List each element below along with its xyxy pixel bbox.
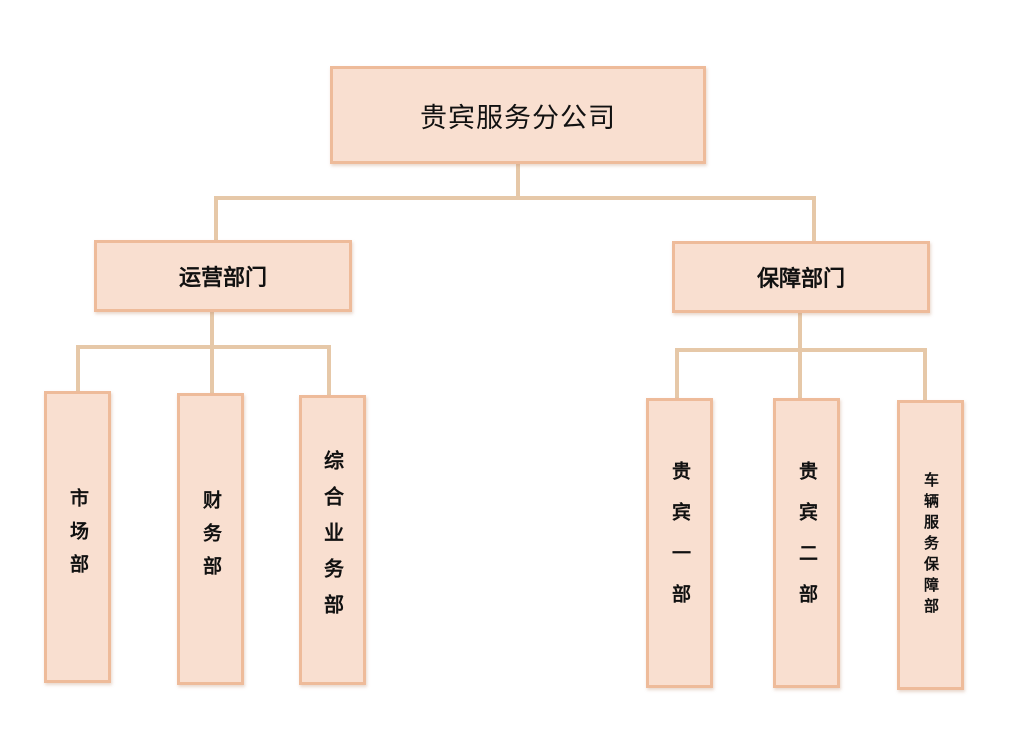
unit-node-label: 财务部 xyxy=(200,489,222,589)
unit-node-label: 市场部 xyxy=(67,487,89,587)
unit-node-vehicle-service: 车辆服务保障部 xyxy=(897,400,964,690)
unit-node-market: 市场部 xyxy=(44,391,111,683)
unit-node-vip-two: 贵宾二部 xyxy=(773,398,840,688)
unit-node-label: 综合业务部 xyxy=(320,450,345,630)
unit-node-general-business: 综合业务部 xyxy=(299,395,366,685)
unit-node-finance: 财务部 xyxy=(177,393,244,685)
dept-node-operations: 运营部门 xyxy=(94,240,352,312)
dept-node-support: 保障部门 xyxy=(672,241,930,313)
dept-node-label: 保障部门 xyxy=(756,267,845,292)
root-node-company: 贵宾服务分公司 xyxy=(330,66,706,164)
unit-node-label: 贵宾二部 xyxy=(796,461,818,625)
unit-node-vip-one: 贵宾一部 xyxy=(646,398,713,688)
unit-node-label: 贵宾一部 xyxy=(669,461,691,625)
root-node-label: 贵宾服务分公司 xyxy=(420,102,616,134)
unit-node-label: 车辆服务保障部 xyxy=(922,471,940,619)
dept-node-label: 运营部门 xyxy=(178,266,267,291)
